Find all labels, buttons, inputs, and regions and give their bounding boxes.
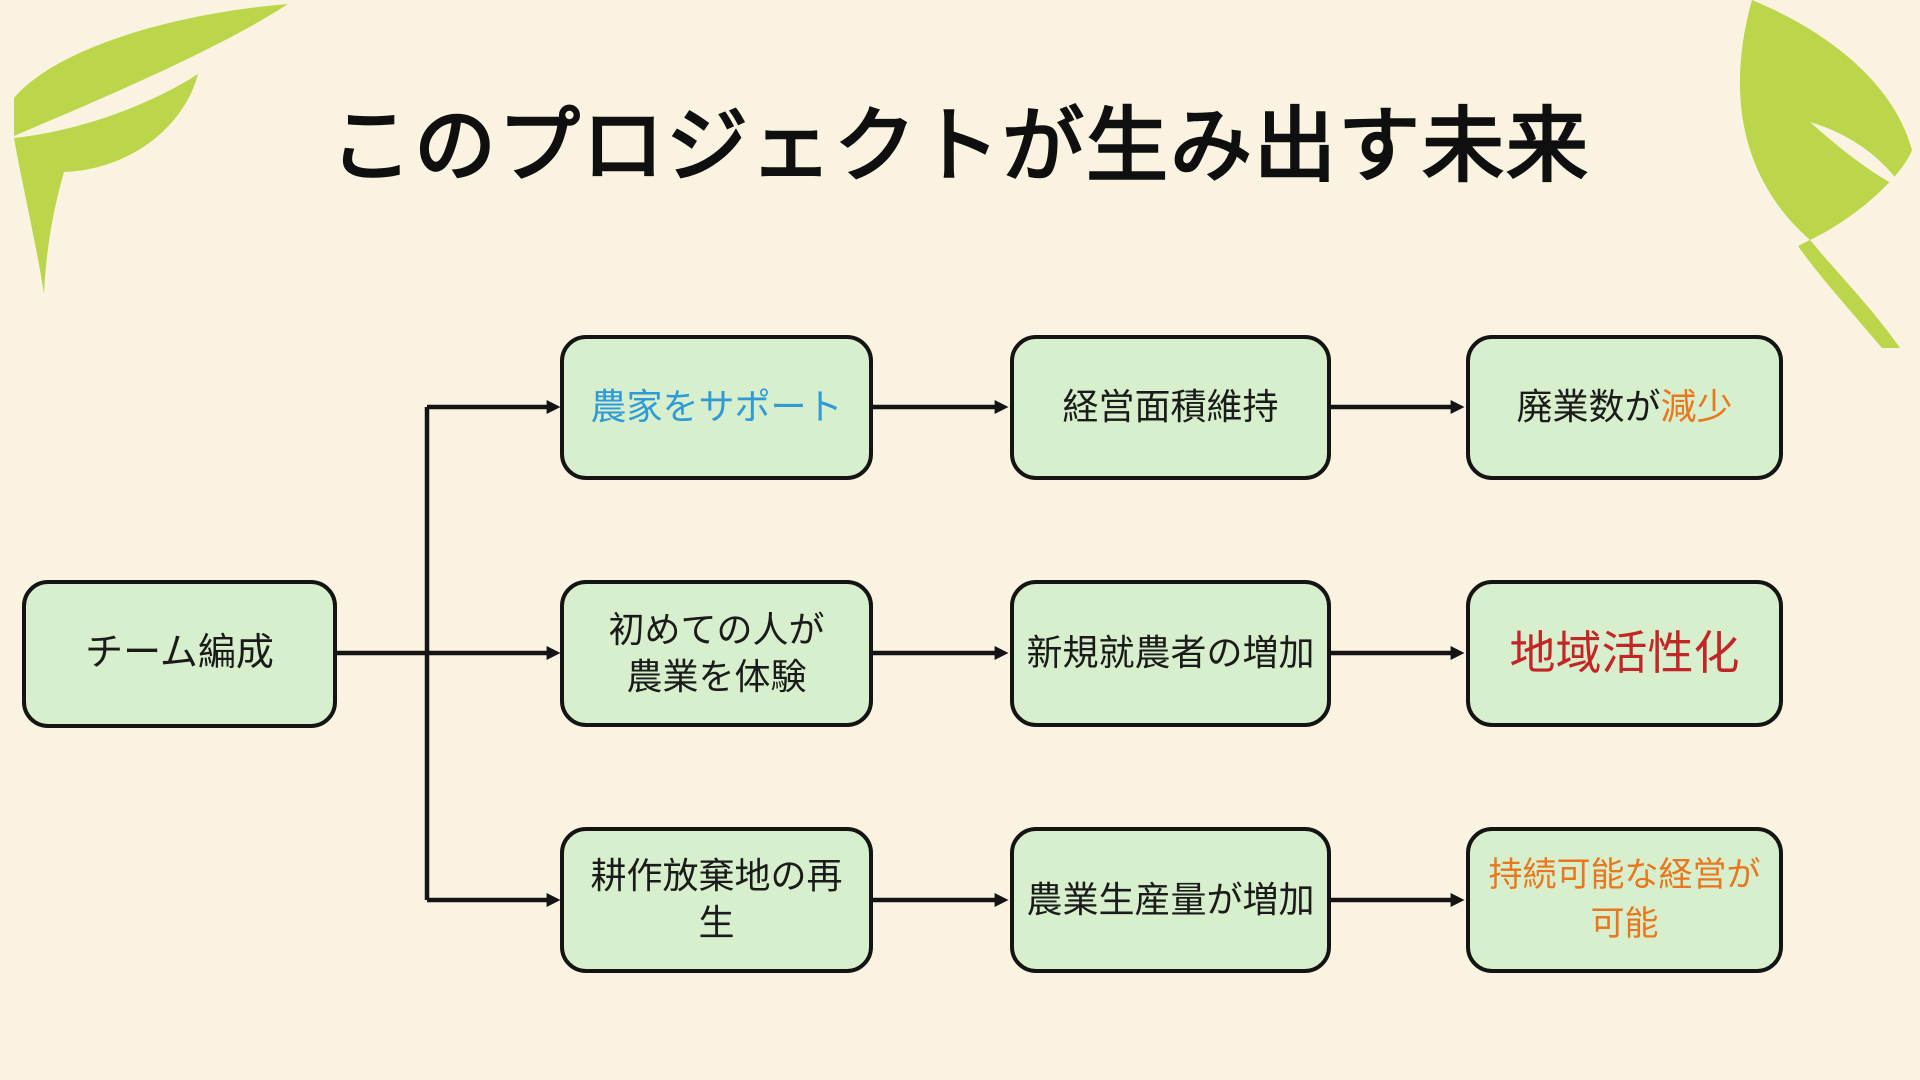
- node-regional-revitalization: 地域活性化: [1466, 580, 1783, 727]
- node-fewer-closures: 廃業数が減少: [1466, 335, 1783, 480]
- node-label-accent: 減少: [1660, 386, 1733, 428]
- node-team-formation: チーム編成: [22, 580, 337, 728]
- node-label: 農業生産量が増加: [1026, 878, 1315, 920]
- node-label: 新規就農者の増加: [1026, 632, 1315, 674]
- node-label: 経営面積維持: [1062, 386, 1279, 428]
- node-new-farmers-increase: 新規就農者の増加: [1010, 580, 1331, 727]
- node-label-line1: 初めての人が: [608, 608, 825, 650]
- node-label: 耕作放棄地の再生: [590, 855, 843, 943]
- node-label: 廃業数が減少: [1516, 384, 1732, 431]
- node-beginners-experience: 初めての人が 農業を体験: [560, 580, 873, 727]
- node-label: チーム編成: [85, 632, 274, 675]
- leaf-decoration-top-right: [1712, 0, 1920, 348]
- leaf-icon: [1739, 0, 1912, 348]
- node-label: 持続可能な経営が可能: [1488, 855, 1761, 943]
- node-label-prefix: 廃業数が: [1516, 386, 1661, 428]
- node-sustainable-management: 持続可能な経営が可能: [1466, 827, 1783, 973]
- node-maintain-farm-area: 経営面積維持: [1010, 335, 1331, 480]
- node-production-increase: 農業生産量が増加: [1010, 827, 1331, 973]
- node-label: 地域活性化: [1509, 626, 1740, 679]
- leaf-icon: [14, 4, 288, 294]
- node-label: 農家をサポート: [590, 386, 843, 428]
- leaf-decoration-top-left: [0, 0, 310, 300]
- node-label-line2: 農業を体験: [626, 655, 807, 697]
- node-support-farmers: 農家をサポート: [560, 335, 873, 480]
- slide-title: このプロジェクトが生み出す未来: [329, 101, 1590, 192]
- node-abandoned-land-regeneration: 耕作放棄地の再生: [560, 827, 873, 973]
